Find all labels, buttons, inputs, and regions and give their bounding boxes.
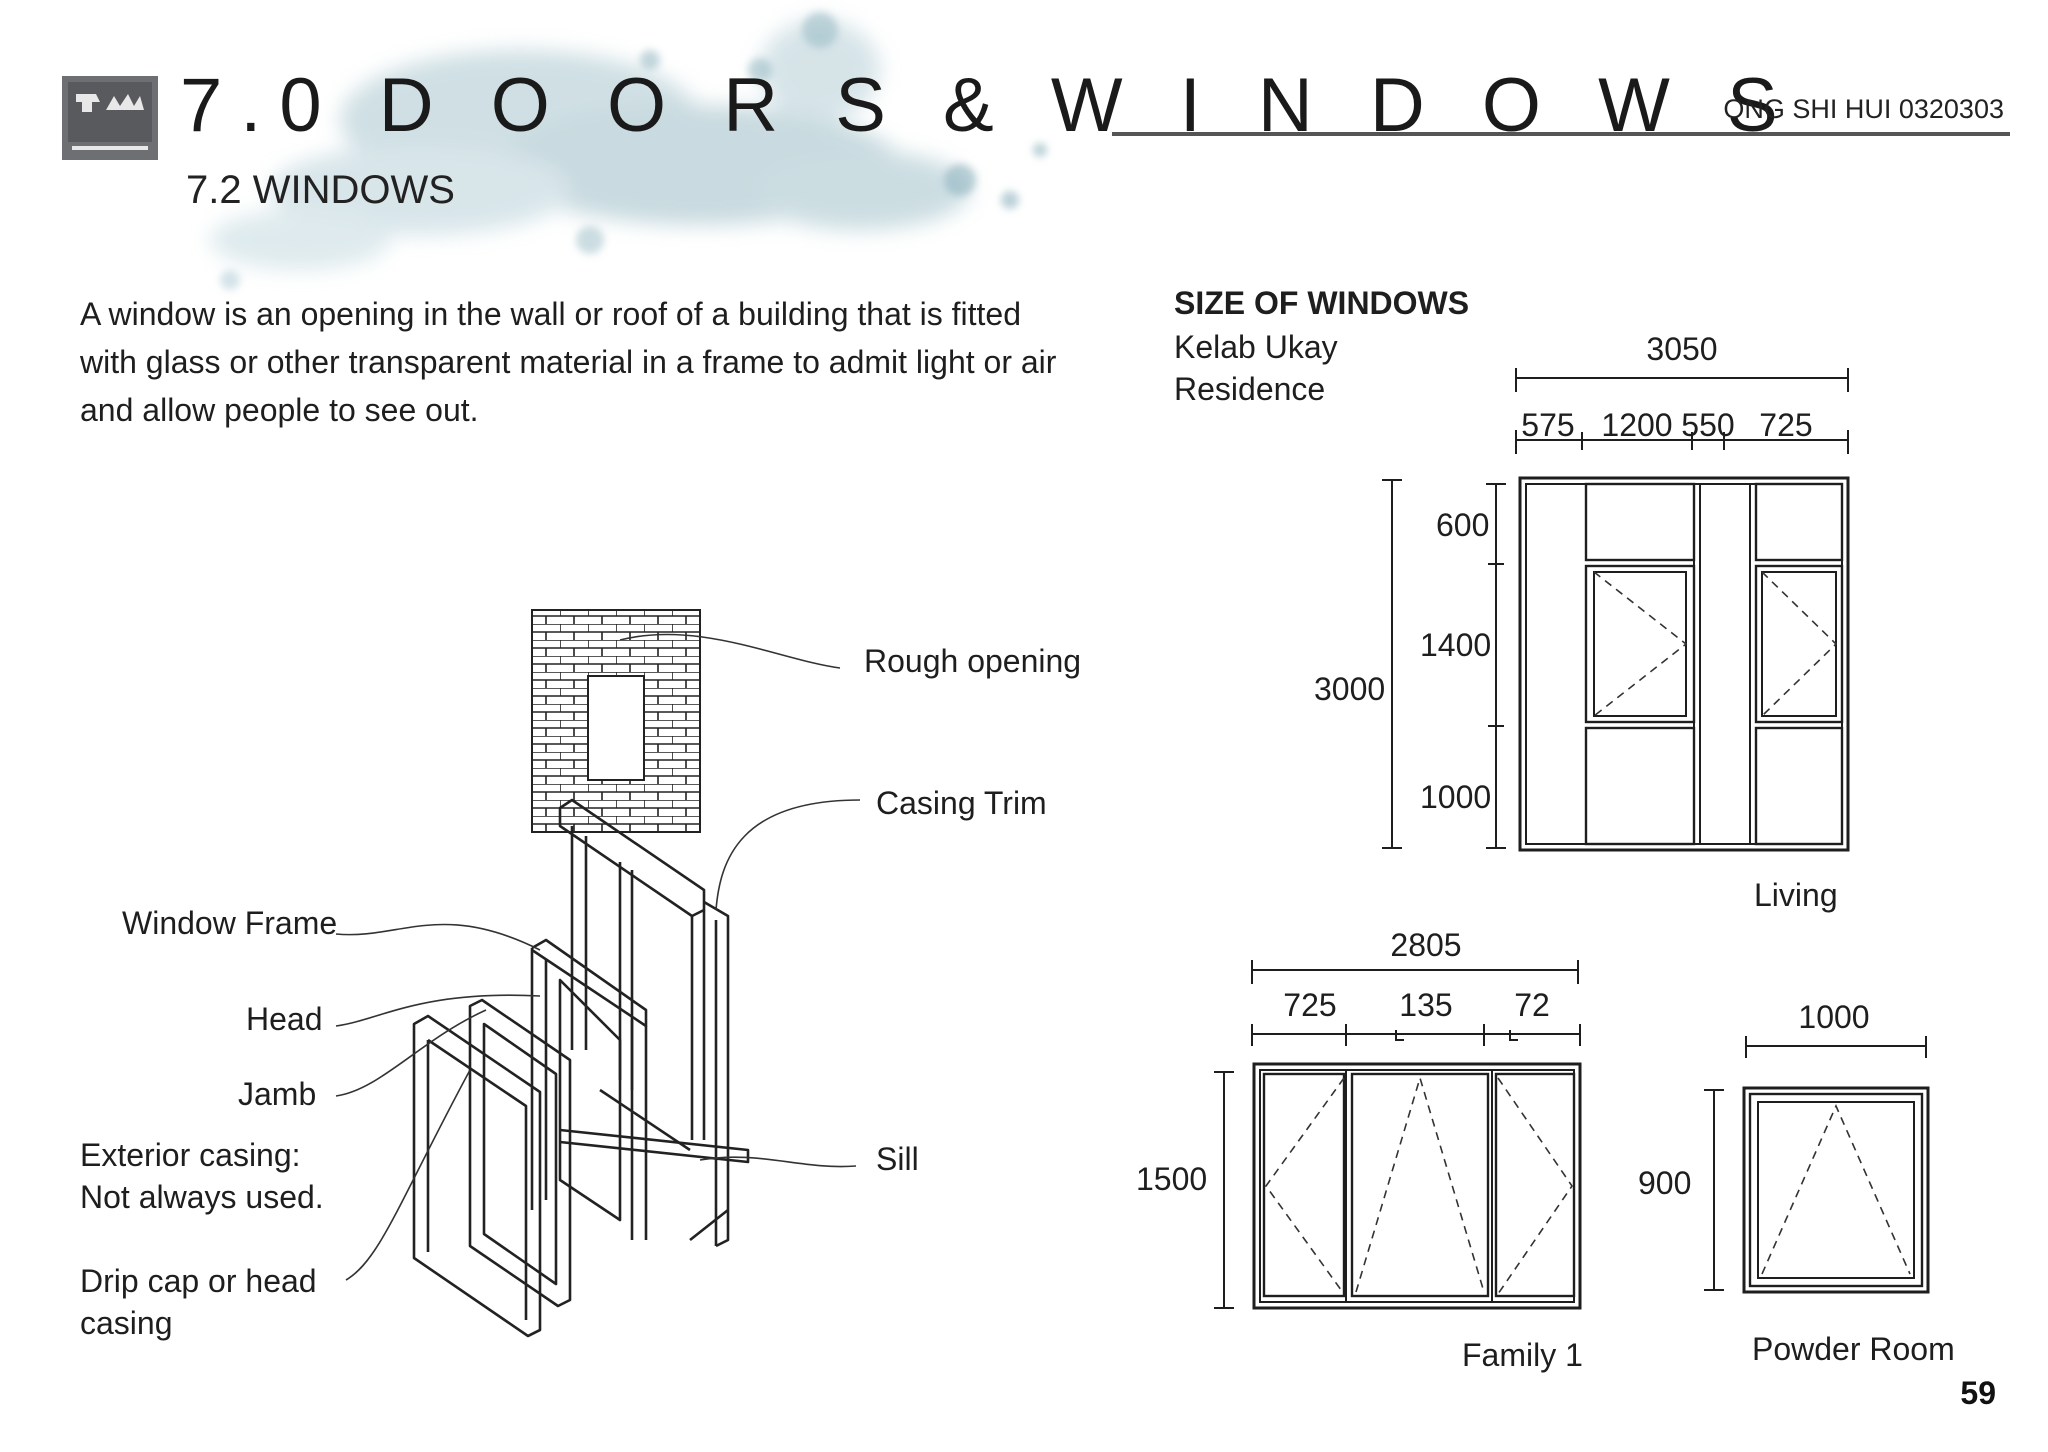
living-width-1: 575	[1521, 407, 1575, 443]
living-height-1: 600	[1436, 507, 1490, 543]
label-exterior-casing: Exterior casing:	[80, 1137, 301, 1173]
label-jamb: Jamb	[238, 1076, 317, 1112]
family-width-2: 135	[1399, 987, 1453, 1023]
family-total-width: 2805	[1390, 927, 1462, 963]
powder-window-name: Powder Room	[1752, 1331, 1955, 1367]
family-window-name: Family 1	[1462, 1337, 1583, 1373]
powder-room-window	[1742, 1086, 1930, 1294]
living-height-3: 1000	[1420, 779, 1492, 815]
living-height-2: 1400	[1420, 627, 1492, 663]
family-width-1: 725	[1283, 987, 1337, 1023]
author-label: ONG SHI HUI 0320303	[1723, 94, 2004, 124]
page-number: 59	[1960, 1375, 1996, 1411]
watercolor-splash	[210, 12, 1047, 290]
size-of-windows-title: SIZE OF WINDOWS	[1174, 285, 1470, 321]
living-window	[1518, 476, 1850, 852]
family-width-3: 72	[1514, 987, 1550, 1023]
exploded-frames	[412, 798, 750, 1338]
label-sill: Sill	[876, 1141, 919, 1177]
label-head: Head	[246, 1001, 323, 1037]
project-name: Kelab Ukay Residence	[1174, 329, 1338, 407]
label-drip-cap-2: casing	[80, 1305, 173, 1341]
leader-lines	[335, 633, 861, 1281]
label-window-frame: Window Frame	[122, 905, 338, 941]
label-rough-opening: Rough opening	[864, 643, 1082, 679]
section-subtitle: 7.2 WINDOWS	[186, 168, 455, 212]
living-width-2: 1200	[1601, 407, 1673, 443]
family-window	[1252, 1062, 1582, 1310]
label-drip-cap: Drip cap or head	[80, 1263, 317, 1299]
powder-width: 1000	[1798, 999, 1870, 1035]
living-total-height: 3000	[1314, 671, 1386, 707]
living-total-width: 3050	[1646, 331, 1718, 367]
living-width-4: 725	[1759, 407, 1813, 443]
toolbox-icon	[62, 76, 158, 160]
intro-paragraph: A window is an opening in the wall or ro…	[80, 296, 1057, 428]
brick-wall	[531, 609, 701, 833]
title-rule	[1112, 132, 2010, 136]
label-exterior-casing-note: Not always used.	[80, 1179, 324, 1215]
family-height: 1500	[1136, 1161, 1208, 1197]
label-casing-trim: Casing Trim	[876, 785, 1047, 821]
living-width-3: 550	[1681, 407, 1735, 443]
powder-height: 900	[1638, 1165, 1692, 1201]
living-window-name: Living	[1754, 877, 1838, 913]
